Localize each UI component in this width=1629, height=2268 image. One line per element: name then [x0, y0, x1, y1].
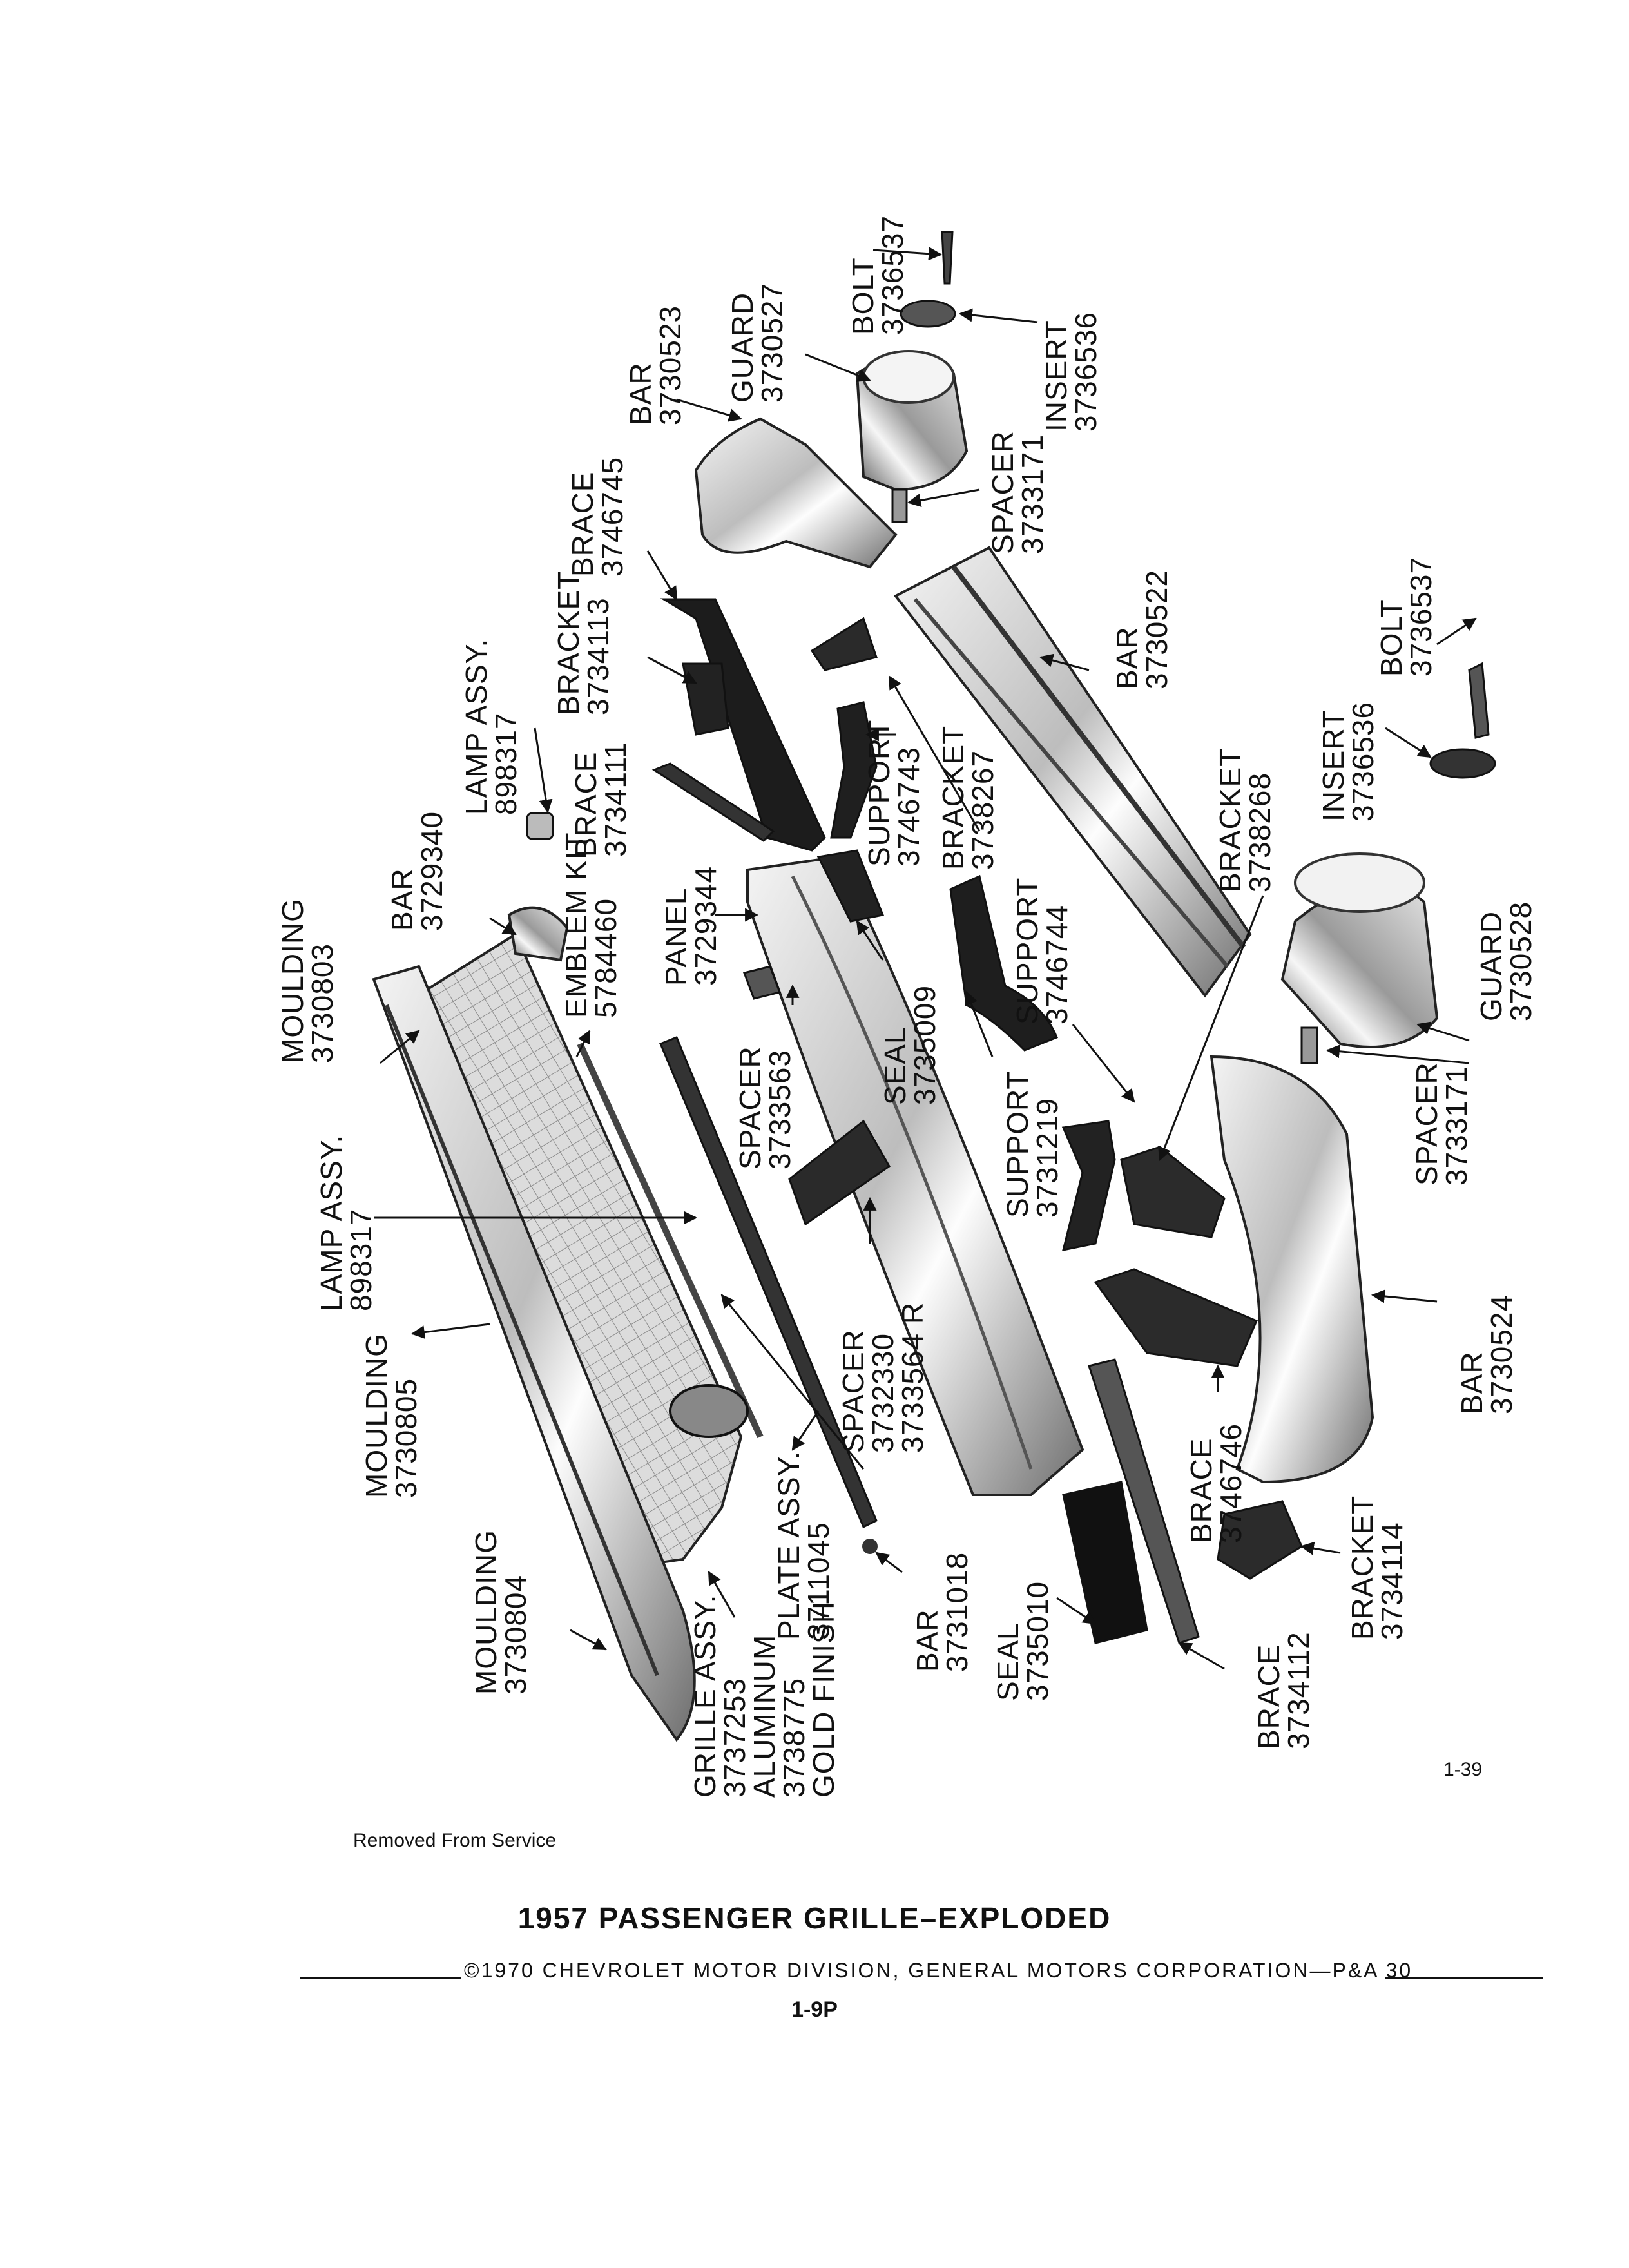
rule-right — [1385, 1977, 1543, 1979]
spacer-3733171-top-part — [891, 488, 908, 523]
plate-assy-3711045-part — [659, 1036, 878, 1529]
callout-bar-3731018: BAR3731018 — [911, 1552, 974, 1672]
bar-3729340-part — [507, 906, 569, 962]
copyright-text: ©1970 CHEVROLET MOTOR DIVISION, GENERAL … — [464, 1959, 1413, 1982]
callout-plate-assy-3711045: PLATE ASSY.3711045 — [772, 1451, 835, 1640]
callout-bolt-3736537-top: BOLT3736537 — [846, 215, 909, 335]
callout-panel-3729344: PANEL3729344 — [659, 866, 722, 986]
support-3731219-part — [949, 874, 1058, 1052]
bar-3730522-part — [893, 546, 1252, 998]
spacer-3732330-part — [788, 1119, 891, 1226]
mouldings-part — [372, 965, 696, 1742]
callout-bracket-3734113: BRACKET3734113 — [552, 571, 615, 715]
brace-3746745-part — [660, 598, 826, 852]
panel-3729344-part — [746, 855, 1084, 1496]
insert-3736536-top-part — [900, 300, 956, 328]
callout-lamp-assy-898317-left: LAMP ASSY.898317 — [314, 1135, 378, 1311]
callout-spacer-3733563: SPACER3733563 — [733, 1046, 796, 1169]
bracket-3734113-part — [682, 662, 729, 736]
callout-grille-assy-3737253: GRILLE ASSY.3737253ALUMINUM3738775GOLD F… — [688, 1595, 840, 1798]
callout-brace-3746745: BRACE3746745 — [566, 457, 629, 577]
brace-3746746-part — [1094, 1268, 1258, 1367]
callout-insert-3736536-top: INSERT3736536 — [1039, 312, 1103, 432]
page-title: 1957 PASSENGER GRILLE–EXPLODED — [517, 1901, 1112, 1935]
callout-bracket-3738267: BRACKET3738267 — [936, 726, 999, 870]
brace-3734111-part — [651, 762, 775, 842]
page-number: 1-9P — [791, 1997, 838, 2022]
rule-left — [300, 1977, 461, 1979]
callout-brace-3734112: BRACE3734112 — [1252, 1631, 1315, 1749]
callout-seal-3735010: SEAL3735010 — [991, 1581, 1054, 1701]
bolt-3736537-top-part — [941, 231, 954, 285]
bracket-3738267-part — [810, 617, 878, 671]
bracket-3738268-part — [1120, 1146, 1226, 1238]
brace-3734112-part — [1088, 1358, 1200, 1644]
bracket-3734114-part — [1217, 1500, 1303, 1580]
support-3746744-part — [1061, 1120, 1116, 1251]
callout-lamp-assy-898317-top: LAMP ASSY.898317 — [459, 639, 523, 815]
callout-bar-3730522: BAR3730522 — [1110, 570, 1173, 689]
callout-insert-3736536-right: INSERT3736536 — [1316, 702, 1380, 822]
callout-labels: BOLT3736537 GUARD3730527 BAR3730523 INSE… — [276, 215, 1537, 1798]
callout-spacer-3733171-top: SPACER3733171 — [986, 430, 1049, 554]
callout-guard-3730528: GUARD3730528 — [1474, 901, 1537, 1021]
callout-brace-3734111: BRACE3734111 — [569, 742, 632, 857]
removed-from-service-note: Removed From Service — [353, 1830, 557, 1851]
callout-spacer-3732330: SPACER37323303733564 R — [836, 1302, 929, 1453]
callout-support-3731219: SUPPORT3731219 — [1001, 1070, 1064, 1218]
copyright-row: ©1970 CHEVROLET MOTOR DIVISION, GENERAL … — [300, 1959, 1543, 1984]
callout-guard-3730527: GUARD3730527 — [726, 283, 789, 403]
callout-bolt-3736537-right: BOLT3736537 — [1374, 557, 1438, 677]
support-3746743-part — [830, 701, 878, 839]
insert-3736536-right-part — [1429, 748, 1496, 779]
callout-bracket-3734114: BRACKET3734114 — [1345, 1495, 1409, 1640]
spacer-3733563-part — [743, 965, 781, 1000]
callout-moulding-3730804: MOULDING3730804 — [469, 1530, 532, 1695]
bar-3730523-part — [694, 417, 898, 569]
callout-moulding-3730803: MOULDING3730803 — [276, 898, 339, 1063]
callout-moulding-3730805: MOULDING3730805 — [360, 1333, 423, 1498]
callout-brace-3746746: BRACE3746746 — [1184, 1423, 1248, 1543]
callout-bar-3729340: BAR3729340 — [385, 811, 448, 931]
callout-bar-3730523: BAR3730523 — [624, 305, 687, 425]
figure-number: 1-39 — [1443, 1759, 1483, 1780]
lamp-assy-top-part — [526, 812, 554, 840]
callout-support-3746743: SUPPORT3746743 — [862, 719, 925, 867]
callout-bar-3730524: BAR3730524 — [1455, 1294, 1518, 1414]
callout-emblem-kit-5784460: EMBLEM KIT5784460 — [559, 832, 622, 1018]
callout-seal-3735009: SEAL3735009 — [878, 985, 941, 1105]
callout-bracket-3738268: BRACKET3738268 — [1213, 748, 1277, 892]
callout-support-3746744: SUPPORT3746744 — [1010, 877, 1074, 1024]
seal-3735010-part — [1062, 1481, 1148, 1644]
leader-lines — [374, 247, 1477, 1670]
bolt-3736537-right-part — [1468, 662, 1490, 739]
bar-3730524-part — [1210, 1055, 1374, 1484]
spacer-3733171-right-part — [1300, 1026, 1318, 1064]
seal-3735009-part — [816, 849, 885, 923]
callout-spacer-3733171-right: SPACER3733171 — [1410, 1062, 1473, 1186]
